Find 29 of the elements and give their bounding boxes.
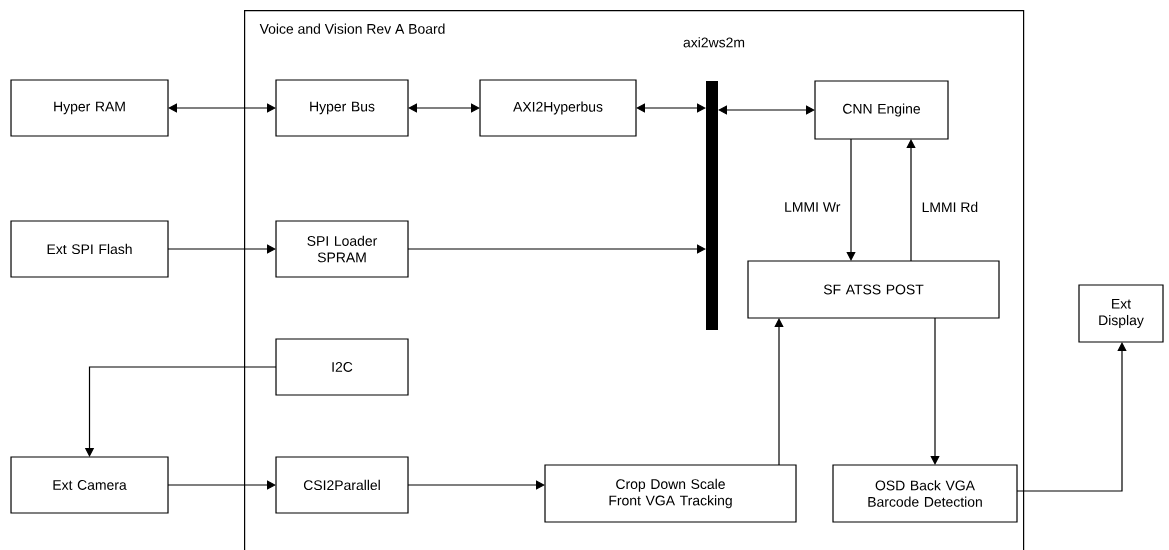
arrow	[718, 105, 815, 115]
block-box: Ext SPI Flash	[10, 220, 169, 278]
block-box: OSD Back VGA Barcode Detection	[832, 464, 1018, 523]
arrow	[167, 244, 276, 254]
arrow	[906, 139, 916, 262]
block-box: Hyper Bus	[275, 79, 409, 137]
block-box: Crop Down Scale Front VGA Tracking	[544, 464, 797, 523]
arrow	[1016, 342, 1127, 492]
arrow	[930, 317, 940, 465]
arrow	[774, 318, 784, 466]
arrow	[407, 480, 545, 490]
block-box: SPI Loader SPRAM	[275, 220, 409, 278]
arrow	[636, 103, 706, 113]
block-box: CSI2Parallel	[275, 456, 409, 514]
block-box: CNN Engine	[814, 80, 949, 140]
arrow	[408, 103, 480, 113]
arrow	[167, 480, 276, 490]
bus-label: axi2ws2m	[683, 37, 745, 48]
arrow	[407, 244, 706, 254]
block-box: AXI2Hyperbus	[479, 79, 637, 137]
edge-label: LMMI Wr	[783, 201, 842, 213]
block-box: Ext Display	[1078, 284, 1164, 343]
arrow	[168, 103, 276, 113]
block-box: Hyper RAM	[10, 79, 169, 137]
arrow	[846, 138, 856, 261]
block-box: Ext Camera	[10, 456, 169, 514]
edge-label: LMMI Rd	[920, 200, 980, 214]
block-box: SF ATSS POST	[747, 260, 1000, 319]
block-box: I2C	[275, 338, 409, 396]
